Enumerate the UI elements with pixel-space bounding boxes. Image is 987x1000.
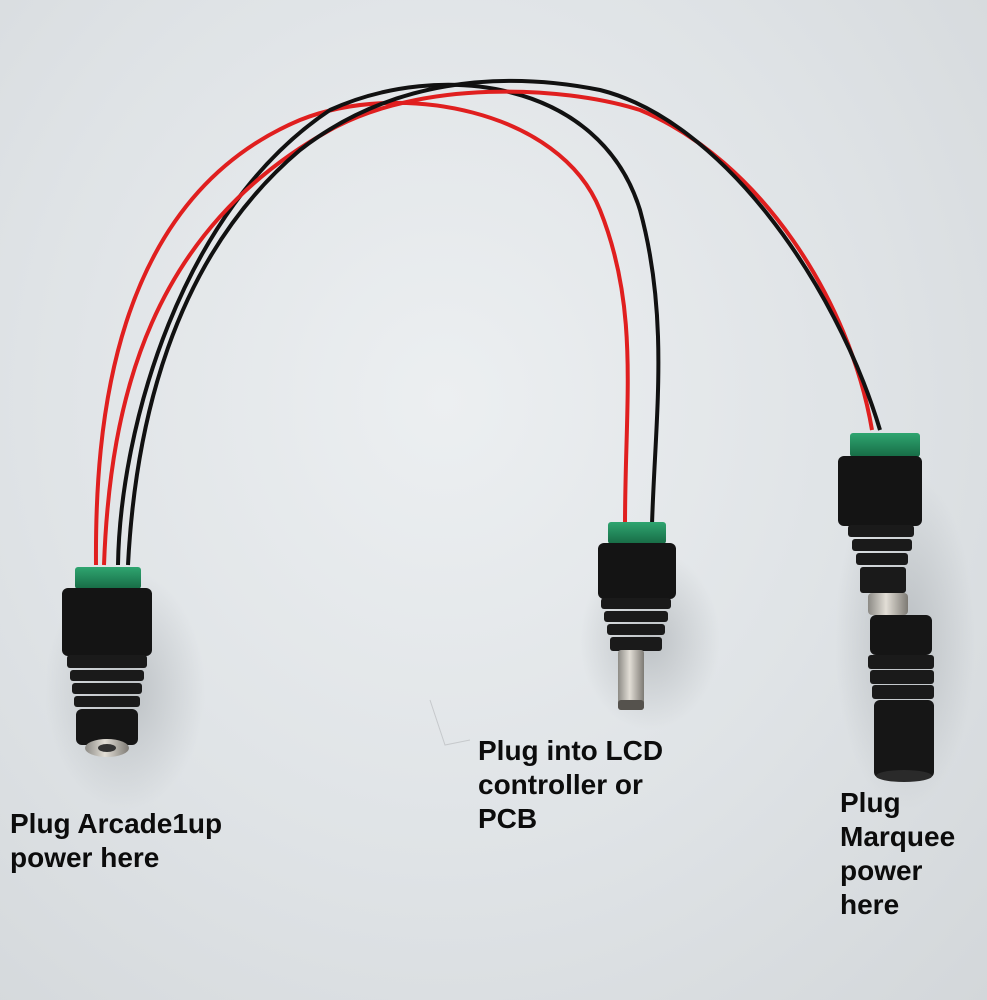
black-wire-left-to-middle (116, 82, 661, 566)
red-wire-left-to-middle (93, 100, 630, 566)
female-dc-connector-left (62, 567, 152, 757)
label-arcade1up-power: Plug Arcade1up power here (10, 808, 223, 873)
black-wire-left-to-right (126, 78, 882, 566)
connector-stack-right (838, 433, 934, 782)
surface-mark (429, 699, 471, 746)
label-marquee-power: Plug Marquee power here (840, 787, 956, 920)
red-wire-left-to-right (102, 89, 874, 566)
label-lcd-controller: Plug into LCD controller or PCB (478, 735, 664, 834)
male-dc-connector-middle (598, 522, 676, 710)
